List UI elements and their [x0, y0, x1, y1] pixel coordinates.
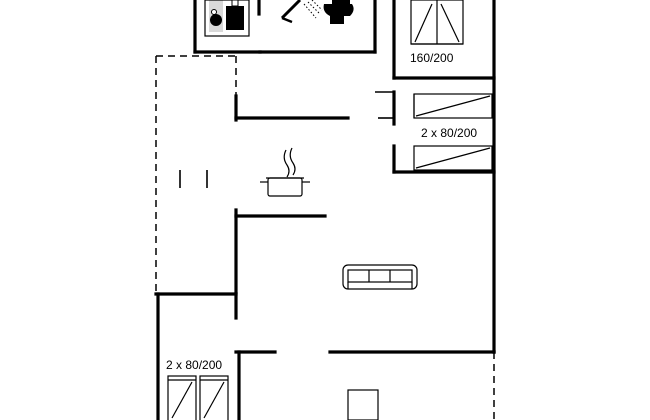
walls	[154, 0, 496, 420]
washing-machine-icon	[204, 0, 250, 37]
terrace-outline	[155, 55, 495, 420]
bed-label-right-pair: 2 x 80/200	[421, 126, 477, 140]
single-bed-icon	[199, 375, 229, 420]
sofa-icon	[342, 264, 418, 290]
cooking-pot-icon	[260, 147, 310, 197]
table-icon	[347, 389, 379, 420]
toilet-icon	[323, 0, 354, 24]
single-bed-icon	[413, 93, 493, 119]
bed-label-top-right: 160/200	[410, 51, 454, 65]
single-bed-icon	[167, 375, 197, 420]
double-bed-icon	[410, 0, 464, 45]
shower-icon	[280, 0, 323, 24]
bed-label-bottom-left: 2 x 80/200	[166, 358, 222, 372]
single-bed-icon	[413, 145, 493, 171]
